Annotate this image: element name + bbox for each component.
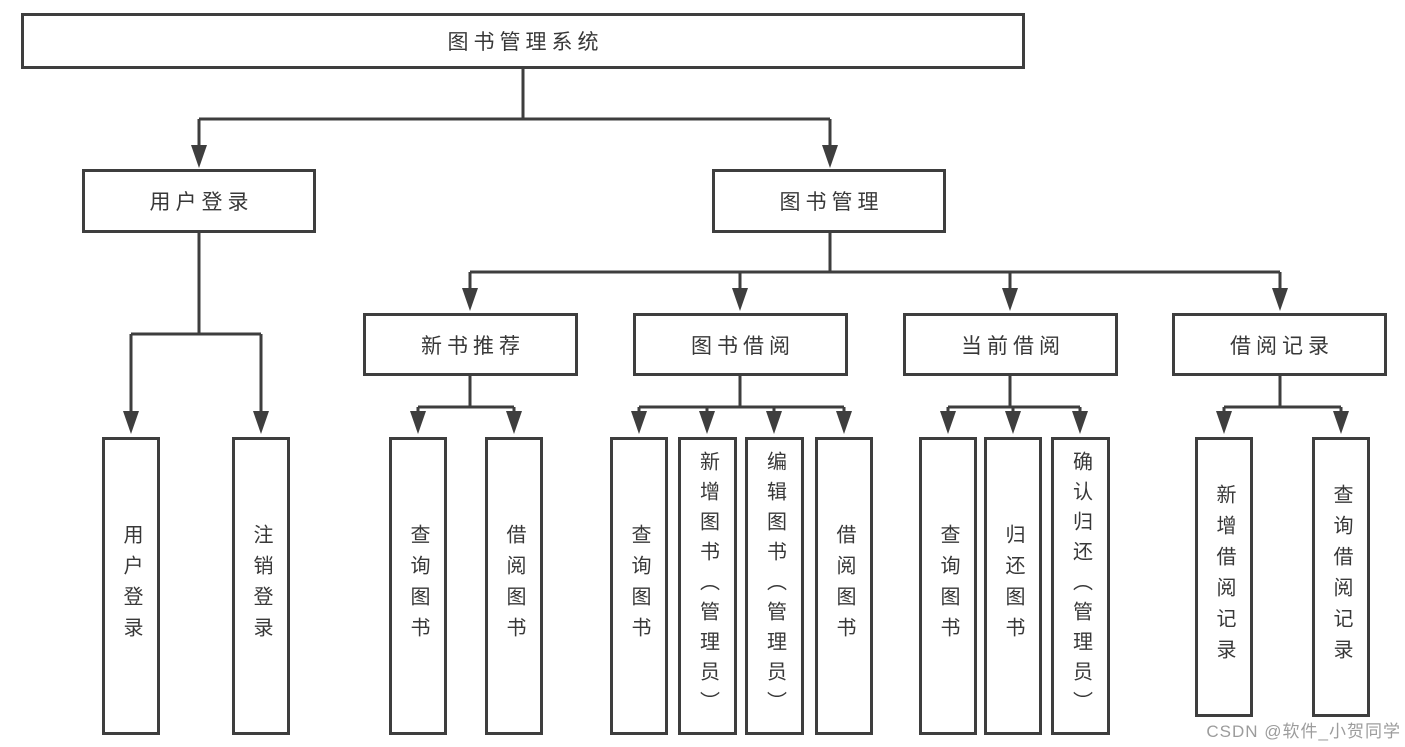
csdn-watermark: CSDN @软件_小贺同学: [1206, 722, 1401, 741]
node-book-borrow: 图书借阅: [633, 313, 848, 376]
leaf-logout: 注销登录: [232, 437, 290, 735]
node-root-system: 图书管理系统: [21, 13, 1025, 69]
leaf-add-borrow-record: 新增借阅记录: [1195, 437, 1253, 717]
leaf-borrow-books: 借阅图书: [815, 437, 873, 735]
leaf-query-borrow-record: 查询借阅记录: [1312, 437, 1370, 717]
leaf-return-books: 归还图书: [984, 437, 1042, 735]
leaf-add-books-admin: 新增图书（管理员）: [678, 437, 737, 735]
leaf-borrow-books-recommend: 借阅图书: [485, 437, 543, 735]
node-new-book-recommend: 新书推荐: [363, 313, 578, 376]
node-current-borrow: 当前借阅: [903, 313, 1118, 376]
node-book-management: 图书管理: [712, 169, 946, 233]
leaf-confirm-return-admin: 确认归还（管理员）: [1051, 437, 1110, 735]
node-borrow-records: 借阅记录: [1172, 313, 1387, 376]
leaf-edit-books-admin: 编辑图书（管理员）: [745, 437, 804, 735]
leaf-query-books-borrow: 查询图书: [610, 437, 668, 735]
leaf-query-books-current: 查询图书: [919, 437, 977, 735]
leaf-user-login: 用户登录: [102, 437, 160, 735]
leaf-query-books-recommend: 查询图书: [389, 437, 447, 735]
node-user-login: 用户登录: [82, 169, 316, 233]
arrowheads: [123, 145, 1349, 434]
